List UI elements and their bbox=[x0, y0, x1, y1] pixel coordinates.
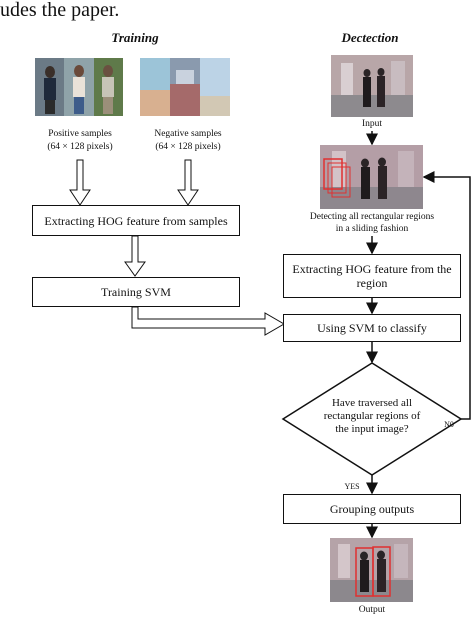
arrow-no-loop bbox=[422, 171, 471, 420]
positive-samples-image bbox=[35, 58, 123, 116]
no-branch-label: N0 bbox=[444, 420, 454, 429]
classify-svm-box: Using SVM to classify bbox=[283, 314, 461, 342]
hollow-arrow-negative bbox=[177, 159, 199, 206]
detect-regions-caption: Detecting all rectangular regions in a s… bbox=[309, 212, 435, 234]
positive-samples-label: Positive samples bbox=[48, 129, 112, 139]
detection-heading: Dectection bbox=[341, 30, 399, 45]
grouping-outputs-box: Grouping outputs bbox=[283, 494, 461, 524]
hollow-arrow-to-svm bbox=[124, 235, 146, 277]
sliding-window-image bbox=[320, 145, 423, 209]
training-svm-box: Training SVM bbox=[32, 277, 240, 307]
page-text-fragment: udes the paper. bbox=[0, 0, 120, 21]
yes-branch-label: YES bbox=[344, 482, 360, 491]
negative-samples-label: Negative samples bbox=[154, 129, 222, 139]
output-image bbox=[330, 538, 413, 602]
input-image bbox=[331, 55, 413, 117]
decision-diamond bbox=[281, 362, 463, 476]
training-heading: Training bbox=[111, 30, 159, 45]
hollow-arrow-to-classify bbox=[131, 306, 285, 336]
decision-text: Have traversed all rectangular regions o… bbox=[323, 397, 421, 435]
negative-samples-size: (64 × 128 pixels) bbox=[155, 142, 221, 152]
positive-samples-size: (64 × 128 pixels) bbox=[47, 142, 113, 152]
training-extract-hog-box: Extracting HOG feature from samples bbox=[32, 205, 240, 236]
detection-extract-hog-box: Extracting HOG feature from the region bbox=[283, 254, 461, 298]
output-label: Output bbox=[358, 605, 386, 615]
negative-samples-image bbox=[140, 58, 230, 116]
hollow-arrow-positive bbox=[69, 159, 91, 206]
input-label: Input bbox=[361, 119, 383, 129]
